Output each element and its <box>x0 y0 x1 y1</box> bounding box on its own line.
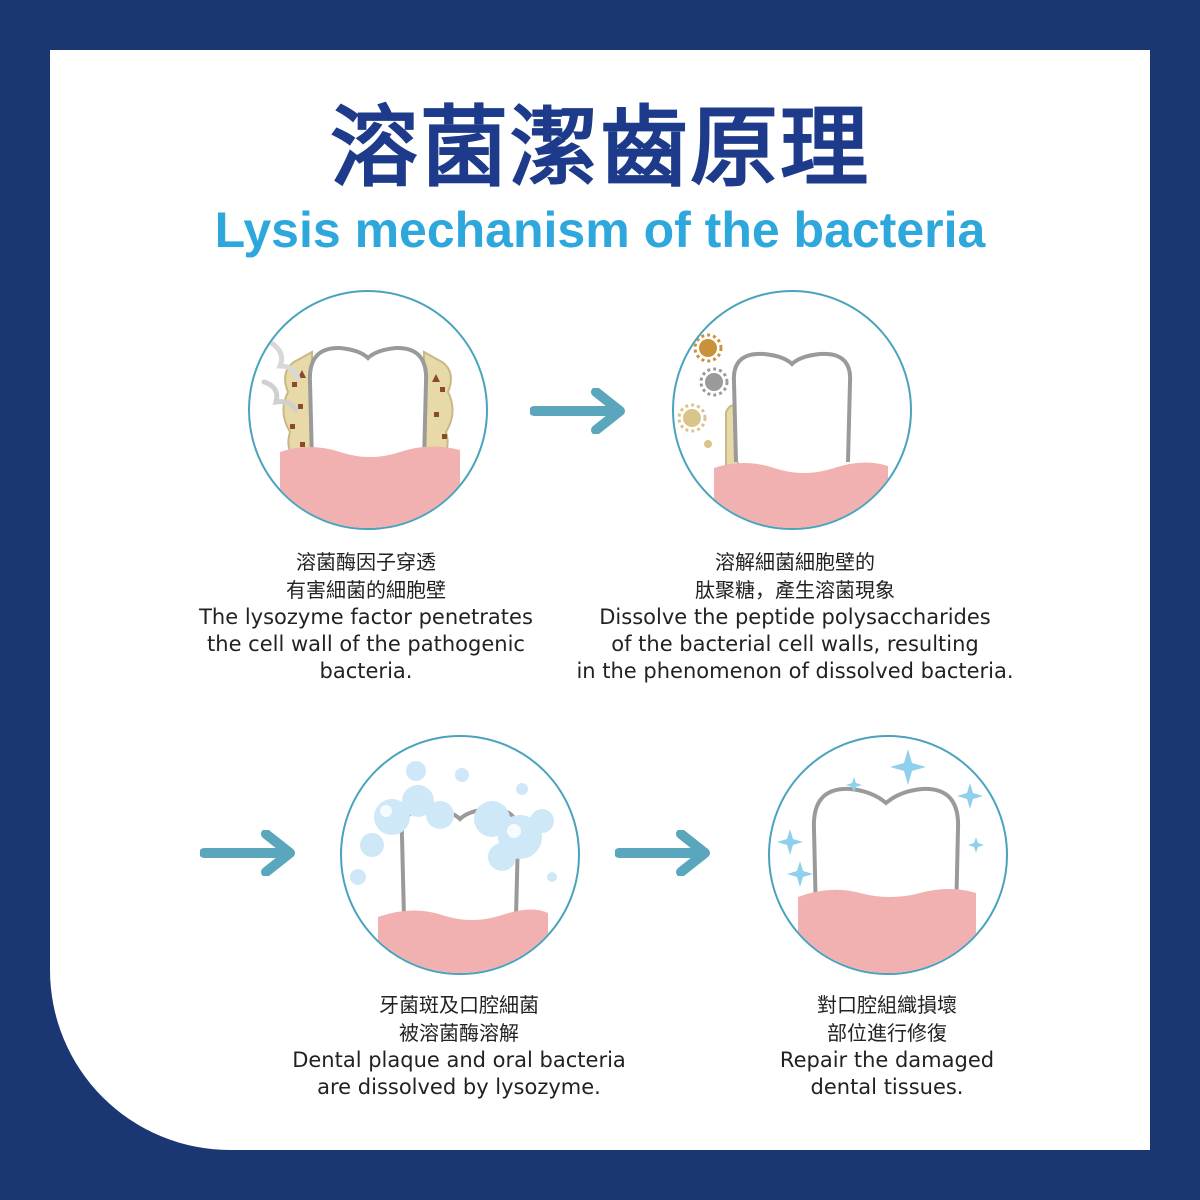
step-1-en-line-2: the cell wall of the pathogenic <box>207 632 525 656</box>
step-2-illustration <box>672 290 912 530</box>
step-2-zh-line-2: 肽聚糖，產生溶菌現象 <box>695 578 895 602</box>
step-3-en-line-2: are dissolved by lysozyme. <box>317 1075 601 1099</box>
step-4-en-line-1: Repair the damaged <box>779 1048 995 1072</box>
step-4-caption: 對口腔組織損壞 部位進行修復 Repair the damaged dental… <box>730 991 1044 1101</box>
content-panel: 溶菌潔齒原理 Lysis mechanism of the bacteria <box>50 50 1150 1150</box>
step-3-zh-line-1: 牙菌斑及口腔細菌 <box>379 993 539 1017</box>
gum <box>798 889 976 973</box>
step-3-illustration <box>340 735 580 975</box>
step-2-zh-line-1: 溶解細菌細胞壁的 <box>715 550 875 574</box>
gum <box>714 462 888 528</box>
step-2-en-line-2: of the bacterial cell walls, resulting <box>611 632 979 656</box>
step-1-en-line-3: bacteria. <box>319 659 413 683</box>
step-2-caption: 溶解細菌細胞壁的 肽聚糖，產生溶菌現象 Dissolve the peptide… <box>560 548 1030 685</box>
tooth-outline <box>307 345 429 463</box>
sparkle-icon <box>777 749 984 887</box>
step-2-en-line-3: in the phenomenon of dissolved bacteria. <box>576 659 1014 683</box>
step-1-caption: 溶菌酶因子穿透 有害細菌的細胞壁 The lysozyme factor pen… <box>170 548 562 685</box>
step-4-zh-line-2: 部位進行修復 <box>827 1021 947 1045</box>
foam-bubbles-icon <box>350 761 557 885</box>
page-title-chinese: 溶菌潔齒原理 <box>329 96 870 199</box>
step-1-illustration <box>248 290 488 530</box>
step-3-zh-line-2: 被溶菌酶溶解 <box>399 1021 519 1045</box>
step-3-caption: 牙菌斑及口腔細菌 被溶菌酶溶解 Dental plaque and oral b… <box>250 991 668 1101</box>
tooth-outline <box>731 351 853 463</box>
step-4-zh-line-1: 對口腔組織損壞 <box>817 993 957 1017</box>
gum <box>378 909 548 973</box>
arrow-right-icon <box>530 388 625 434</box>
arrow-right-icon <box>200 830 295 876</box>
gum <box>280 446 460 528</box>
arrow-right-icon <box>615 830 710 876</box>
step-4-illustration <box>768 735 1008 975</box>
dissolved-bacteria-icon <box>677 333 729 448</box>
step-4-en-line-2: dental tissues. <box>810 1075 964 1099</box>
step-3-en-line-1: Dental plaque and oral bacteria <box>292 1048 626 1072</box>
step-1-en-line-1: The lysozyme factor penetrates <box>199 605 533 629</box>
tooth-outline <box>811 786 961 918</box>
step-2-en-line-1: Dissolve the peptide polysaccharides <box>599 605 991 629</box>
step-1-zh-line-2: 有害細菌的細胞壁 <box>286 578 446 602</box>
step-1-zh-line-1: 溶菌酶因子穿透 <box>296 550 436 574</box>
page-title-english: Lysis mechanism of the bacteria <box>214 202 986 258</box>
penetration-wave-icon <box>261 379 299 413</box>
